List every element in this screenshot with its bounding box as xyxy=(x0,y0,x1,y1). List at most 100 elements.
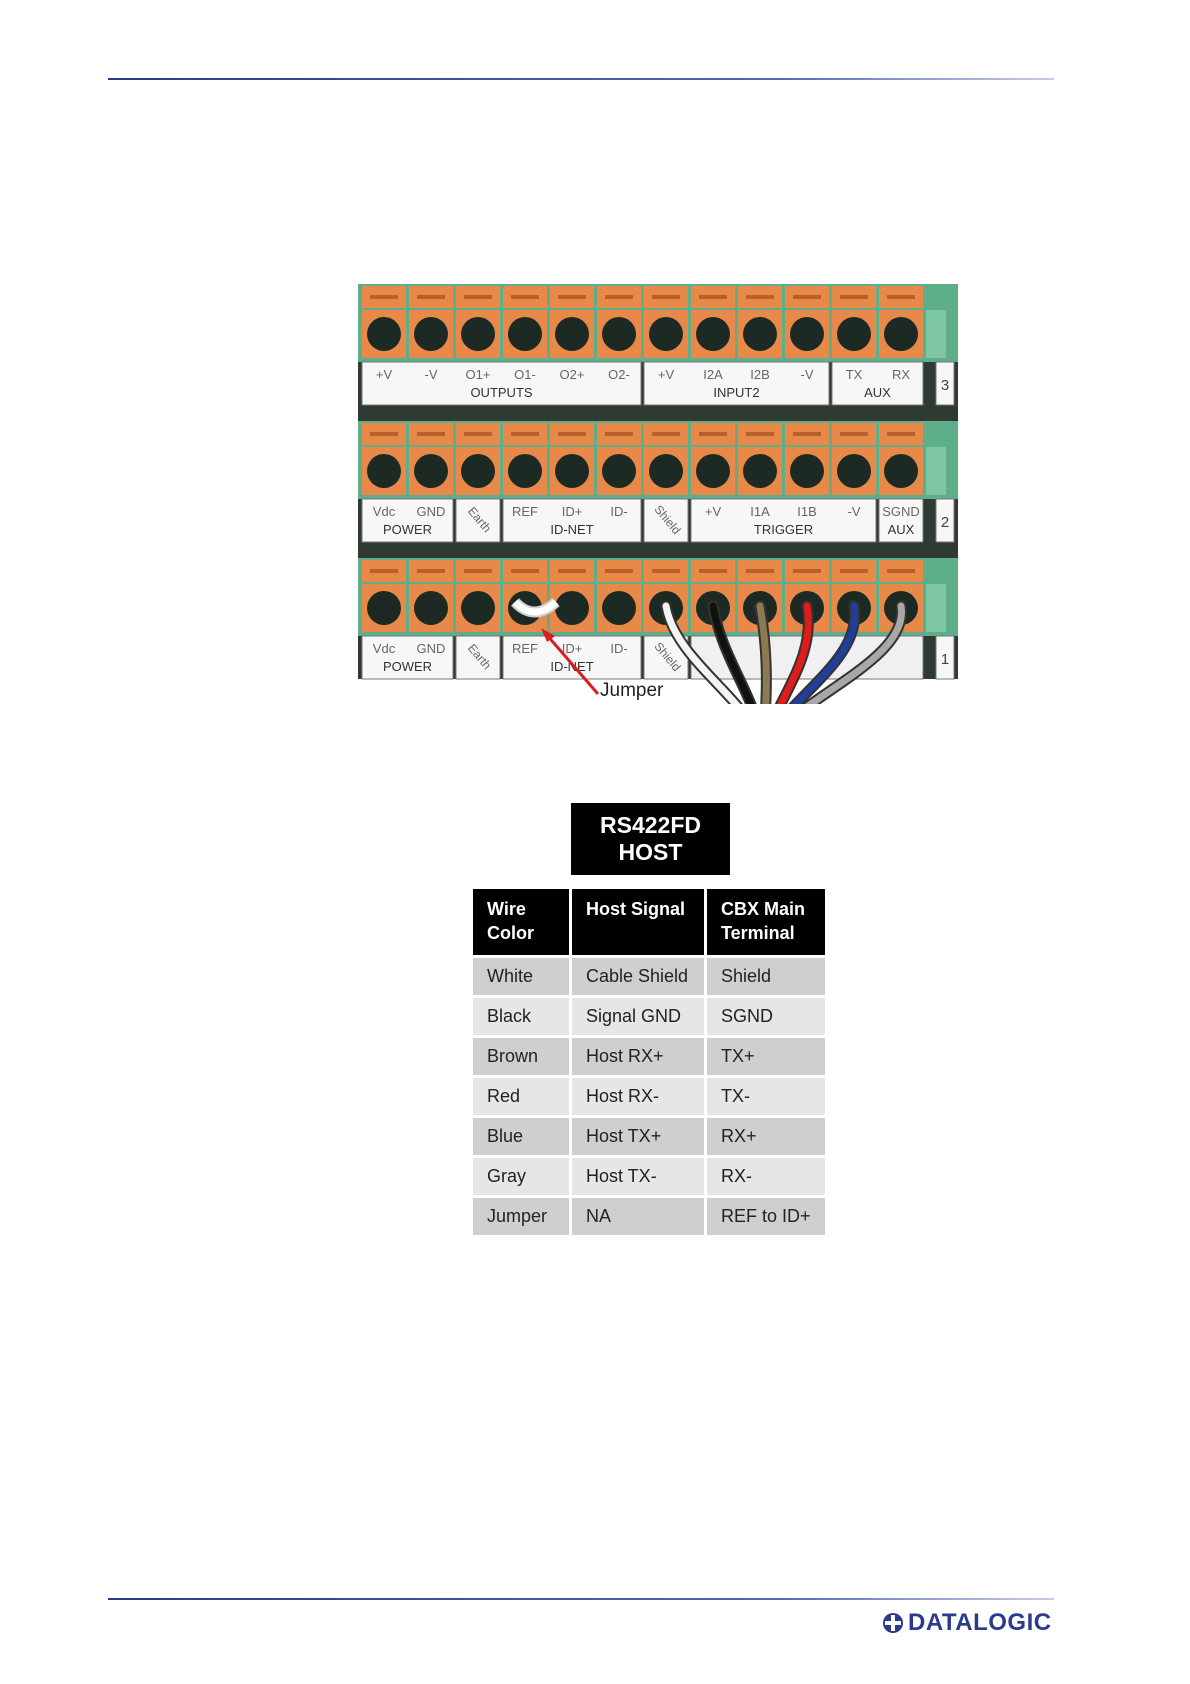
cell-host-signal: Host RX+ xyxy=(572,1038,704,1075)
header-cbx-terminal: CBX Main Terminal xyxy=(707,889,825,955)
terminal-pin-label: I1B xyxy=(797,504,817,519)
cell-wire-color: Brown xyxy=(473,1038,569,1075)
host-label-box: RS422FD HOST xyxy=(571,803,730,875)
datalogic-mark-icon xyxy=(883,1613,903,1633)
terminal-group-name: AUX xyxy=(888,522,915,537)
terminal-hole xyxy=(508,317,542,351)
terminal-pin-label: O1- xyxy=(514,367,536,382)
terminal-hole xyxy=(414,454,448,488)
terminal-hole xyxy=(461,591,495,625)
terminal-hole xyxy=(367,591,401,625)
footer-rule xyxy=(108,1598,1054,1600)
wire-3 xyxy=(776,602,812,704)
cell-host-signal: Host TX+ xyxy=(572,1118,704,1155)
table-row: Brown Host RX+ TX+ xyxy=(473,1038,825,1075)
terminal-label-block xyxy=(361,635,454,680)
brand-wordmark: DATALOGIC xyxy=(908,1609,1052,1636)
header-wire-color: Wire Color xyxy=(473,889,569,955)
terminal-hole xyxy=(555,317,589,351)
terminal-hole xyxy=(555,591,589,625)
cell-cbx-terminal: Shield xyxy=(707,958,825,995)
terminal-hole xyxy=(696,454,730,488)
cell-wire-color: Jumper xyxy=(473,1198,569,1235)
terminal-row-number: 1 xyxy=(941,651,949,668)
host-line-1: RS422FD xyxy=(600,812,701,838)
cell-host-signal: Host RX- xyxy=(572,1078,704,1115)
terminal-hole xyxy=(602,591,636,625)
terminal-row-number: 3 xyxy=(941,377,949,394)
terminal-pin-label: +V xyxy=(658,367,675,382)
table-row: Red Host RX- TX- xyxy=(473,1078,825,1115)
terminal-group-name: POWER xyxy=(383,659,432,674)
wire-5 xyxy=(804,602,905,704)
terminal-pin-label: TX xyxy=(846,367,863,382)
terminal-pin-label: +V xyxy=(705,504,722,519)
terminal-label-block xyxy=(502,498,642,543)
terminal-group-name: TRIGGER xyxy=(754,522,813,537)
datalogic-logo[interactable]: DATALOGIC xyxy=(882,1608,1052,1638)
cell-wire-color: Gray xyxy=(473,1158,569,1195)
cell-cbx-terminal: TX- xyxy=(707,1078,825,1115)
terminal-pin-label: Vdc xyxy=(373,641,396,656)
terminal-pin-label: +V xyxy=(376,367,393,382)
terminal-hole xyxy=(461,454,495,488)
terminal-hole xyxy=(602,317,636,351)
cell-cbx-terminal: REF to ID+ xyxy=(707,1198,825,1235)
wire-4 xyxy=(791,602,859,704)
terminal-pin-label: REF xyxy=(512,504,538,519)
cell-wire-color: Red xyxy=(473,1078,569,1115)
terminal-hole xyxy=(414,317,448,351)
terminal-label-block xyxy=(878,498,924,543)
terminal-hole xyxy=(837,454,871,488)
terminal-pin-label: -V xyxy=(848,504,861,519)
terminal-pin-label: -V xyxy=(801,367,814,382)
terminal-group-name: INPUT2 xyxy=(713,385,759,400)
cell-wire-color: Blue xyxy=(473,1118,569,1155)
terminal-hole xyxy=(649,317,683,351)
terminal-hole xyxy=(790,454,824,488)
terminal-label-block xyxy=(455,635,501,680)
terminal-hole xyxy=(696,317,730,351)
terminal-hole xyxy=(884,317,918,351)
table-row: Jumper NA REF to ID+ xyxy=(473,1198,825,1235)
terminal-label-block xyxy=(502,635,642,680)
terminal-pin-label: I2B xyxy=(750,367,770,382)
cell-wire-color: Black xyxy=(473,998,569,1035)
terminal-label-block xyxy=(643,361,830,406)
terminal-label-block xyxy=(361,498,454,543)
terminal-group-name: ID-NET xyxy=(550,522,593,537)
terminal-pin-label: I2A xyxy=(703,367,723,382)
terminal-group-name: POWER xyxy=(383,522,432,537)
host-line-2: HOST xyxy=(618,839,683,865)
terminal-pin-label: I1A xyxy=(750,504,770,519)
terminal-pin-label: SGND xyxy=(882,504,920,519)
jumper-arrow xyxy=(544,633,600,695)
terminal-hole xyxy=(649,454,683,488)
terminal-pin-label: ID+ xyxy=(562,641,583,656)
cell-host-signal: Host TX- xyxy=(572,1158,704,1195)
cell-host-signal: Signal GND xyxy=(572,998,704,1035)
terminal-pin-label: GND xyxy=(417,641,446,656)
table-row: White Cable Shield Shield xyxy=(473,958,825,995)
terminal-group-name: ID-NET xyxy=(550,659,593,674)
terminal-hole xyxy=(790,317,824,351)
cell-wire-color: White xyxy=(473,958,569,995)
terminal-hole xyxy=(508,454,542,488)
terminal-hole xyxy=(743,317,777,351)
terminal-row-number: 2 xyxy=(941,514,949,531)
header-host-signal: Host Signal xyxy=(572,889,704,955)
terminal-group-name: OUTPUTS xyxy=(470,385,532,400)
cell-cbx-terminal: RX+ xyxy=(707,1118,825,1155)
cell-host-signal: Cable Shield xyxy=(572,958,704,995)
terminal-label-block xyxy=(690,498,877,543)
terminal-pin-label: REF xyxy=(512,641,538,656)
terminal-pin-label: O2+ xyxy=(560,367,585,382)
terminal-pin-label: GND xyxy=(417,504,446,519)
terminal-pin-label: ID- xyxy=(610,641,627,656)
cell-host-signal: NA xyxy=(572,1198,704,1235)
terminal-hole xyxy=(837,317,871,351)
wire-mapping-table: Wire Color Host Signal CBX Main Terminal… xyxy=(470,886,828,1238)
